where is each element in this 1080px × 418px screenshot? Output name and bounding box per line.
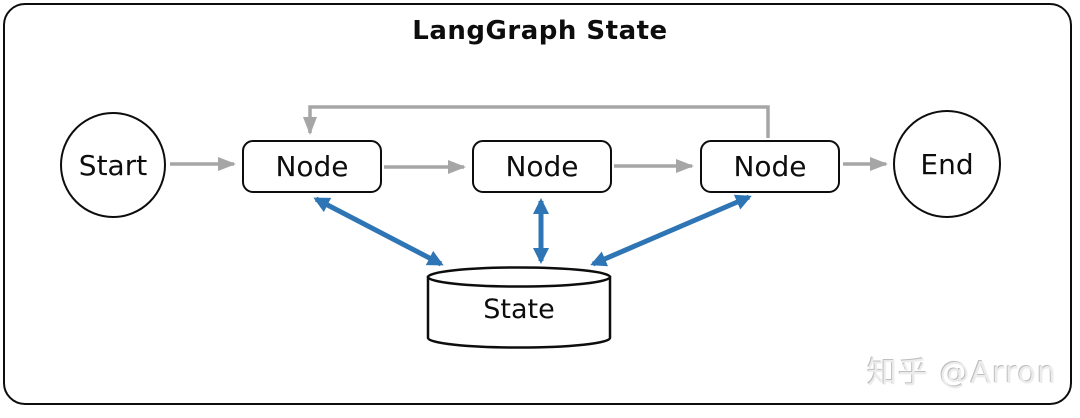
state-cylinder-top: [426, 266, 612, 288]
node-end-label: End: [920, 147, 974, 181]
edge-node3-state-bidirectional: [590, 194, 752, 267]
edge-node3-to-node1-feedback: [303, 105, 770, 138]
watermark: 知乎 @Arron: [867, 356, 1057, 391]
node-2: Node: [472, 140, 612, 193]
diagram-title: LangGraph State: [412, 16, 668, 46]
node-3: Node: [700, 140, 840, 193]
node-start: Start: [60, 112, 166, 218]
node-state-label: State: [483, 294, 555, 325]
node-end: End: [893, 110, 1001, 218]
node-3-label: Node: [733, 150, 807, 183]
outer-border: [3, 3, 1072, 405]
node-start-label: Start: [78, 148, 148, 182]
node-1: Node: [242, 140, 382, 193]
node-1-label: Node: [275, 150, 349, 183]
state-cylinder-body: [426, 275, 612, 349]
edge-node1-state-bidirectional: [313, 196, 444, 267]
node-2-label: Node: [505, 150, 579, 183]
